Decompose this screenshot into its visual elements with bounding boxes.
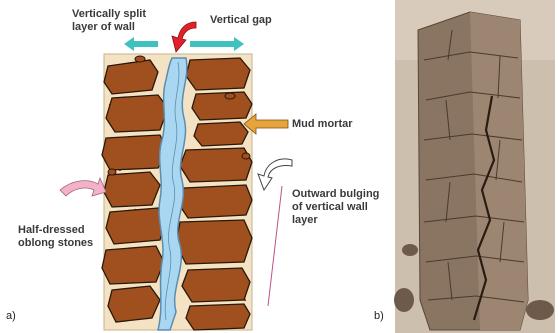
label-outward-bulging: Outward bulging of vertical wall layer [292,188,379,227]
photo-pillar-right-face [470,12,528,330]
label-half-dressed: Half-dressed oblong stones [18,224,93,250]
panel-a-letter: a) [6,310,16,322]
panel-b-letter: b) [374,310,384,322]
label-vertical-gap: Vertical gap [210,14,272,27]
label-mud-mortar: Mud mortar [292,118,353,131]
label-vertically-split: Vertically split layer of wall [72,8,146,34]
